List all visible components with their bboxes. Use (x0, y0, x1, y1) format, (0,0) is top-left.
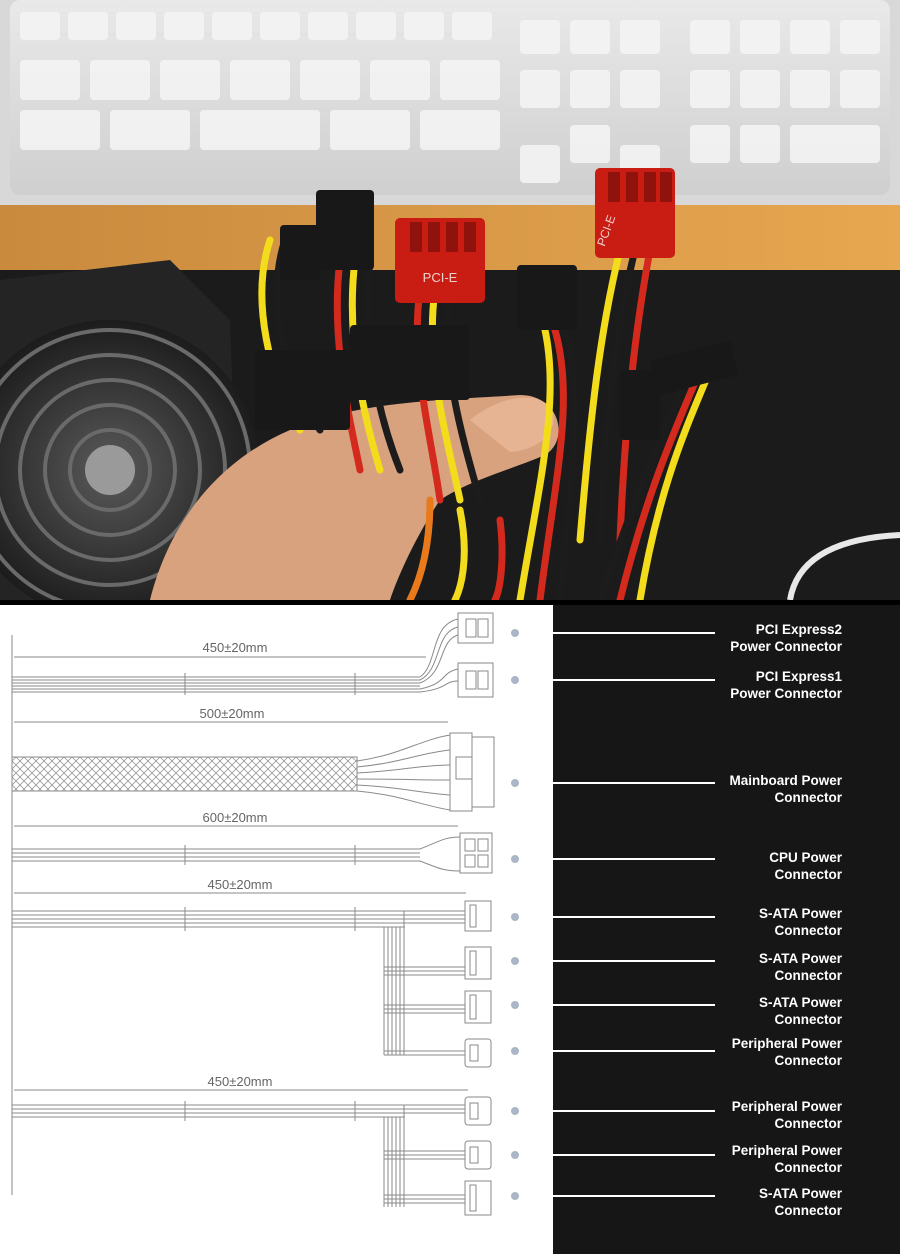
psu-cables-photo-icon: PCI-E PCI-E (0, 0, 900, 600)
dim-label-2: 500±20mm (200, 706, 265, 721)
dim-label-4: 450±20mm (208, 877, 273, 892)
dim-label-3: 600±20mm (203, 810, 268, 825)
leader-lines (511, 629, 715, 1200)
pcie-cable (12, 612, 494, 698)
cable-diagram: 450±20mm 500±20mm 600±20mm 450±20mm 450±… (0, 605, 900, 1254)
cable-photo: PCI-E PCI-E (0, 0, 900, 600)
section-divider (0, 600, 900, 605)
peripheral-chain-cable (12, 1096, 492, 1216)
dim-label-5: 450±20mm (208, 1074, 273, 1089)
pcie-tag-left: PCI-E (423, 270, 458, 285)
mainboard-cable (11, 732, 495, 812)
label-panel (553, 605, 900, 1254)
dim-label-1: 450±20mm (203, 640, 268, 655)
cpu-cable (12, 832, 493, 874)
sata-chain-cable-1 (12, 900, 492, 1068)
cable-schematic: 450±20mm 500±20mm 600±20mm 450±20mm 450±… (11, 612, 715, 1216)
